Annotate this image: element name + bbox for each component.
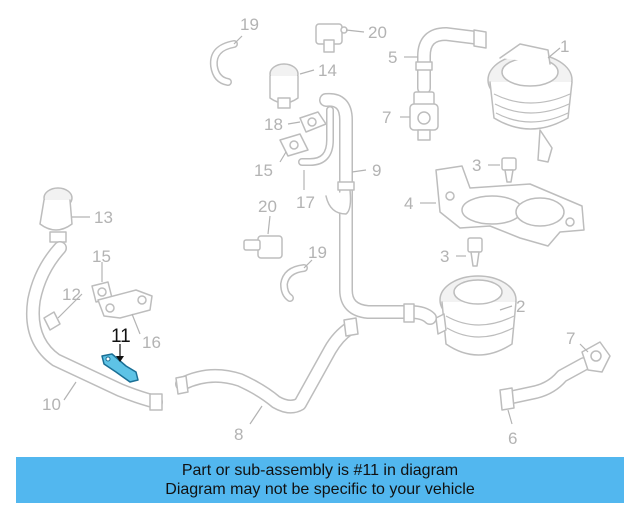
callout-20-mid: 20: [258, 197, 277, 216]
part-3-upper: [501, 157, 517, 183]
callout-15-left: 15: [92, 247, 111, 266]
part-16-flange: [97, 289, 153, 319]
part-2-air-pump: [435, 275, 517, 356]
callout-1: 1: [560, 37, 569, 56]
part-14-valve: [269, 63, 299, 109]
callout-14: 14: [318, 61, 337, 80]
callout-10: 10: [42, 395, 61, 414]
callout-3-upper: 3: [472, 156, 481, 175]
callout-9: 9: [372, 161, 381, 180]
part-1-air-pump: [487, 43, 573, 163]
part-9-hose: [319, 92, 437, 325]
callout-3-lower: 3: [440, 247, 449, 266]
part-7-valve-top: [409, 91, 439, 141]
callout-8: 8: [234, 425, 243, 444]
callout-labels: 1 2 3 3 4 5 6 7 7 8 9 10 11 12 13 14 15 …: [42, 15, 575, 448]
callout-12: 12: [62, 285, 81, 304]
callout-7-top: 7: [382, 108, 391, 127]
callout-2: 2: [516, 297, 525, 316]
callout-16: 16: [142, 333, 161, 352]
callout-17: 17: [296, 193, 315, 212]
part-19-hose-mid: [279, 264, 308, 302]
callout-11: 11: [111, 326, 131, 347]
leader-lines: [57, 29, 589, 425]
part-20-solenoid-top: [315, 23, 348, 53]
part-4-bracket: [435, 165, 585, 247]
part-8-hose: [175, 317, 359, 414]
banner-line-part-number: Part or sub-assembly is #11 in diagram: [181, 462, 459, 479]
info-banner: Part or sub-assembly is #11 in diagram D…: [16, 457, 624, 503]
callout-5: 5: [388, 48, 397, 67]
part-11-highlighted[interactable]: [101, 353, 139, 383]
callout-13: 13: [94, 208, 113, 227]
part-5-hose: [415, 27, 487, 95]
callout-15-upper: 15: [254, 161, 273, 180]
part-20-solenoid-mid: [243, 235, 283, 259]
callout-6: 6: [508, 429, 517, 448]
callout-20-top: 20: [368, 23, 387, 42]
part-17-pipe: [298, 106, 334, 166]
part-19-hose-top: [209, 40, 238, 86]
callout-7-right: 7: [566, 329, 575, 348]
part-12-clip: [43, 311, 61, 331]
callout-4: 4: [404, 194, 413, 213]
part-10-hose: [26, 241, 163, 411]
callout-18: 18: [264, 115, 283, 134]
callout-19-top: 19: [240, 15, 259, 34]
part-7-valve-right: [581, 341, 611, 373]
callout-19-mid: 19: [308, 243, 327, 262]
part-18-gasket: [299, 111, 327, 133]
part-13-valve: [39, 187, 73, 243]
part-15-gasket-upper: [279, 133, 309, 157]
part-3-lower: [467, 237, 483, 267]
banner-line-disclaimer: Diagram may not be specific to your vehi…: [165, 481, 475, 498]
part-6-hose: [499, 357, 591, 411]
